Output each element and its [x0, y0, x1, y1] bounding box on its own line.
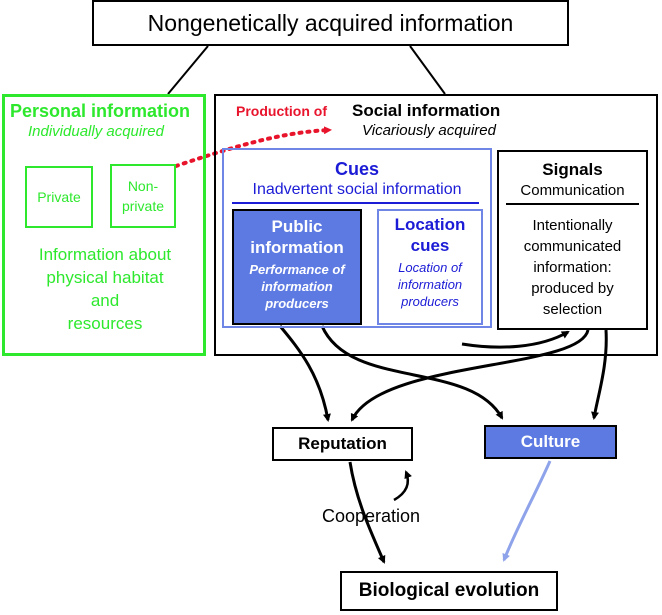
- cooperation-feedback-arrow: [393, 470, 412, 502]
- root-node: Nongenetically acquired information: [92, 0, 569, 46]
- cues-node: [222, 148, 492, 328]
- public-title-line: information: [250, 238, 344, 257]
- personal-information-node: [2, 94, 206, 356]
- cues-title: Cues: [334, 159, 379, 179]
- personal-subtitle: Individually acquired: [28, 123, 164, 140]
- signals-description: Intentionally communicated information: …: [497, 215, 648, 320]
- nonprivate-node: Non- private: [110, 164, 176, 228]
- personal-desc-line: physical habitat: [46, 268, 164, 287]
- location-cues-node: [377, 209, 483, 325]
- public-title-line: Public: [271, 217, 323, 236]
- cues-divider: [232, 202, 479, 204]
- private-node: Private: [25, 166, 93, 228]
- signals-desc-line: information:: [533, 259, 612, 276]
- bio-label: Biological evolution: [358, 580, 540, 601]
- production-label: Production of: [236, 103, 327, 119]
- root-title: Nongenetically acquired information: [147, 9, 514, 36]
- public-sub-line: producers: [265, 296, 329, 311]
- signals-divider: [506, 203, 639, 205]
- personal-desc-line: Information about: [38, 245, 172, 264]
- social-information-node: [214, 94, 658, 356]
- signals-desc-line: communicated: [523, 238, 622, 255]
- public-sub-line: Performance of: [249, 262, 345, 277]
- production-arrow: [174, 126, 332, 168]
- public-subtitle: Performance of information producers: [232, 261, 362, 312]
- reputation-node: Reputation: [272, 427, 413, 461]
- signals-desc-line: Intentionally: [532, 217, 613, 234]
- personal-description: Information about physical habitat and r…: [10, 243, 200, 335]
- reputation-to-bio-arrow: [348, 461, 386, 564]
- personal-title: Personal information: [10, 101, 191, 121]
- public-title: Public information: [232, 216, 362, 258]
- location-title-line: Location: [394, 215, 466, 234]
- public-to-reputation-arrow: [278, 325, 331, 422]
- social-subtitle: Vicariously acquired: [362, 122, 496, 139]
- signals-to-reputation-arrow: [350, 329, 590, 422]
- public-information-node: [232, 209, 362, 325]
- culture-label: Culture: [520, 432, 581, 451]
- culture-to-bio-arrow: [502, 460, 552, 562]
- location-title-line: cues: [410, 236, 450, 255]
- location-sub-line: Location of: [398, 260, 462, 275]
- personal-desc-line: resources: [67, 314, 143, 333]
- cues-subtitle: Inadvertent social information: [252, 181, 462, 198]
- biological-evolution-node: Biological evolution: [340, 571, 558, 611]
- signals-to-culture-arrow: [591, 329, 608, 420]
- public-sub-line: information: [261, 279, 333, 294]
- signals-title: Signals: [542, 160, 603, 179]
- culture-node: Culture: [484, 425, 617, 459]
- location-to-signals-arrow: [461, 330, 570, 349]
- signals-desc-line: selection: [542, 301, 603, 318]
- private-label: Private: [37, 189, 81, 205]
- root-to-social-line: [409, 45, 446, 95]
- location-title: Location cues: [377, 214, 483, 256]
- location-sub-line: information: [397, 277, 463, 292]
- root-to-personal-line: [167, 45, 209, 95]
- public-to-culture-arrow: [320, 325, 504, 420]
- location-subtitle: Location of information producers: [377, 259, 483, 310]
- reputation-label: Reputation: [298, 434, 387, 453]
- signals-subtitle: Communication: [520, 182, 625, 199]
- location-sub-line: producers: [401, 294, 459, 309]
- signals-desc-line: produced by: [531, 280, 614, 297]
- social-title: Social information: [352, 101, 501, 120]
- nonprivate-label: Non- private: [121, 178, 165, 214]
- personal-desc-line: and: [90, 291, 120, 310]
- cooperation-label: Cooperation: [322, 506, 421, 526]
- signals-node: [497, 150, 648, 330]
